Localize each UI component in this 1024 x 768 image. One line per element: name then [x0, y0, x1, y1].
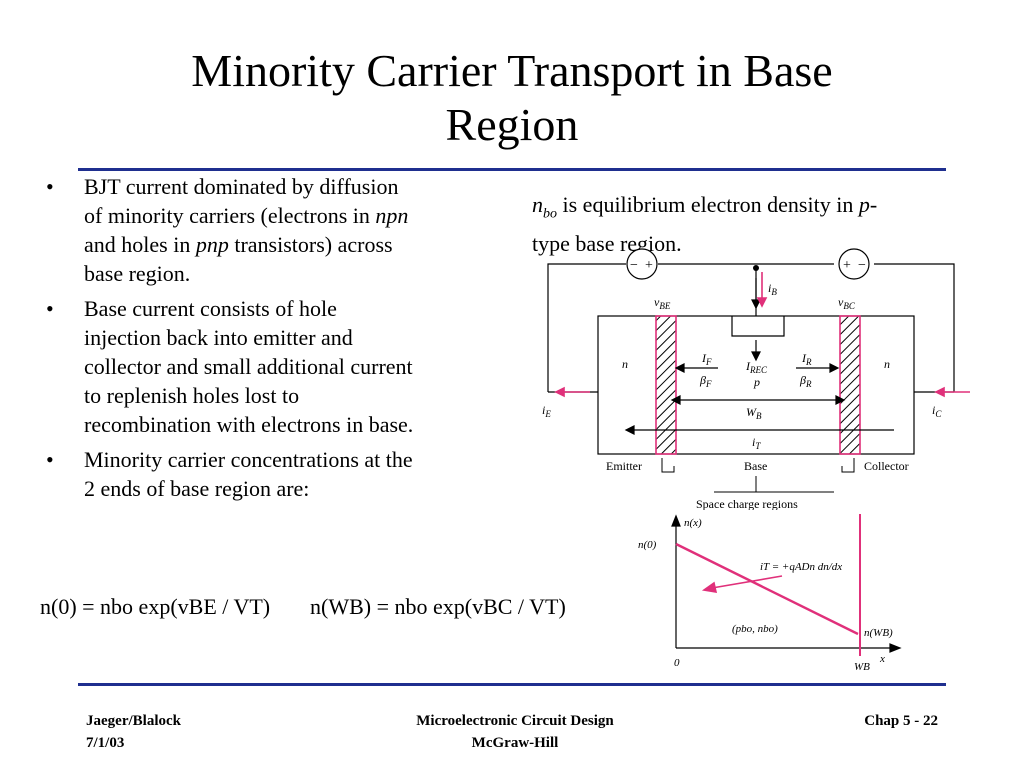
nbo-note-line-2: type base region. [532, 231, 682, 257]
svg-text:WB: WB [746, 405, 762, 421]
nbo-text: is equilibrium electron density in [557, 192, 859, 217]
footer-chapter: Chap 5 - 22 [864, 713, 938, 729]
bullet-list: BJT current dominated by diffusion of mi… [44, 172, 514, 509]
bullet-1-npn: npn [375, 203, 409, 228]
equation-n0: n(0) = nbo exp(vBE / VT) [40, 594, 270, 619]
bullet-3-line-1: Minority carrier concentrations at the [84, 447, 413, 472]
bullet-2-line-4: to replenish holes lost to [84, 383, 300, 408]
bullet-2-line-3: collector and small additional current [84, 354, 413, 379]
graph-equilibrium-label: (pbo, nbo) [732, 623, 778, 635]
bullet-1-pnp: pnp [195, 232, 229, 257]
nbo-note: nbo is equilibrium electron density in p… [532, 190, 992, 259]
bullet-3-line-2: 2 ends of base region are: [84, 476, 310, 501]
space-charge-label: Space charge regions [696, 497, 798, 510]
slide-title-line-2: Region [445, 99, 579, 150]
svg-text:iB: iB [768, 281, 777, 297]
footer-date: 7/1/03 [86, 735, 125, 751]
bjt-cross-section-diagram: −+ +− iB vBE vBC n n IF βF IREC p IR βR … [542, 248, 970, 510]
svg-text:−: − [858, 258, 866, 273]
carrier-profile-graph: n(x) n(0) iT = +qADn dn/dx (pbo, nbo) n(… [638, 514, 902, 673]
graph-n0-label: n(0) [638, 539, 657, 551]
title-divider [78, 168, 946, 171]
vbe-source-icon [626, 248, 658, 280]
bullet-item-1: BJT current dominated by diffusion of mi… [44, 172, 514, 288]
svg-text:p: p [753, 375, 760, 389]
svg-text:+: + [645, 258, 653, 273]
footer-author: Jaeger/Blalock [86, 713, 181, 729]
svg-text:βF: βF [699, 373, 712, 389]
base-label: Base [744, 459, 767, 473]
bullet-1-line-3-end: transistors) across [228, 232, 393, 257]
collector-depletion-region [839, 315, 861, 455]
svg-text:vBC: vBC [838, 295, 856, 311]
svg-text:iE: iE [542, 403, 551, 419]
bullet-1-line-3: and holes in pnp transistors) across [84, 230, 514, 259]
bullet-1-line-2-text: of minority carriers (electrons in [84, 203, 376, 228]
graph-wb-label: WB [854, 661, 870, 673]
boundary-equations: n(0) = nbo exp(vBE / VT) n(WB) = nbo exp… [40, 594, 566, 619]
collector-wire [874, 263, 955, 392]
concentration-line [675, 542, 859, 636]
nbo-hyphen: - [869, 192, 878, 217]
bullet-2-line-2: injection back into emitter and [84, 325, 353, 350]
bullet-2-line-5: recombination with electrons in base. [84, 412, 414, 437]
svg-text:vBE: vBE [654, 295, 671, 311]
bullet-1-line-2: of minority carriers (electrons in npn [84, 201, 514, 230]
svg-text:−: − [630, 258, 638, 273]
bullet-2-line-1: Base current consists of hole [84, 296, 337, 321]
svg-text:iT: iT [752, 435, 761, 451]
graph-ylabel: n(x) [684, 517, 702, 529]
nbo-note-line-1: nbo is equilibrium electron density in p… [532, 190, 992, 229]
bullet-item-2: Base current consists of hole injection … [44, 294, 514, 439]
svg-text:iC: iC [932, 403, 942, 419]
svg-text:n: n [884, 357, 890, 371]
collector-label: Collector [864, 459, 909, 473]
bullet-1-line-4: base region. [84, 261, 191, 286]
footer-book: Microelectronic Circuit Design [416, 713, 614, 729]
base-node [753, 265, 759, 271]
nbo-symbol: n [532, 192, 543, 217]
svg-text:IREC: IREC [745, 359, 768, 375]
graph-nwb-label: n(WB) [864, 627, 893, 639]
slide-title-line-1: Minority Carrier Transport in Base [191, 45, 833, 96]
emitter-wire [547, 263, 626, 392]
bullet-item-3: Minority carrier concentrations at the 2… [44, 445, 514, 503]
bullet-1-line-3-text: and holes in [84, 232, 196, 257]
footer-publisher: McGraw-Hill [471, 735, 559, 751]
emitter-depletion-region [655, 315, 677, 455]
svg-text:βR: βR [799, 373, 812, 389]
svg-text:+: + [843, 258, 851, 273]
emitter-label: Emitter [606, 459, 642, 473]
bullet-1-line-1: BJT current dominated by diffusion [84, 174, 399, 199]
graph-origin-label: 0 [674, 657, 680, 669]
nbo-p: p [858, 192, 870, 217]
svg-text:IF: IF [701, 351, 712, 367]
footer-right: Chap 5 - 22 [820, 710, 938, 732]
graph-xlabel: x [879, 653, 885, 665]
footer-center: Microelectronic Circuit Design McGraw-Hi… [360, 710, 670, 754]
svg-text:IR: IR [801, 351, 812, 367]
svg-text:n: n [622, 357, 628, 371]
equation-nwb: n(WB) = nbo exp(vBC / VT) [310, 594, 566, 619]
device-body [597, 315, 915, 455]
nbo-subscript: bo [543, 206, 557, 222]
footer-divider [78, 683, 946, 686]
slide-title: Minority Carrier Transport in Base Regio… [60, 44, 964, 152]
graph-it-equation: iT = +qADn dn/dx [760, 561, 842, 573]
footer-left: Jaeger/Blalock 7/1/03 [86, 710, 181, 754]
vbc-source-icon [838, 248, 870, 280]
